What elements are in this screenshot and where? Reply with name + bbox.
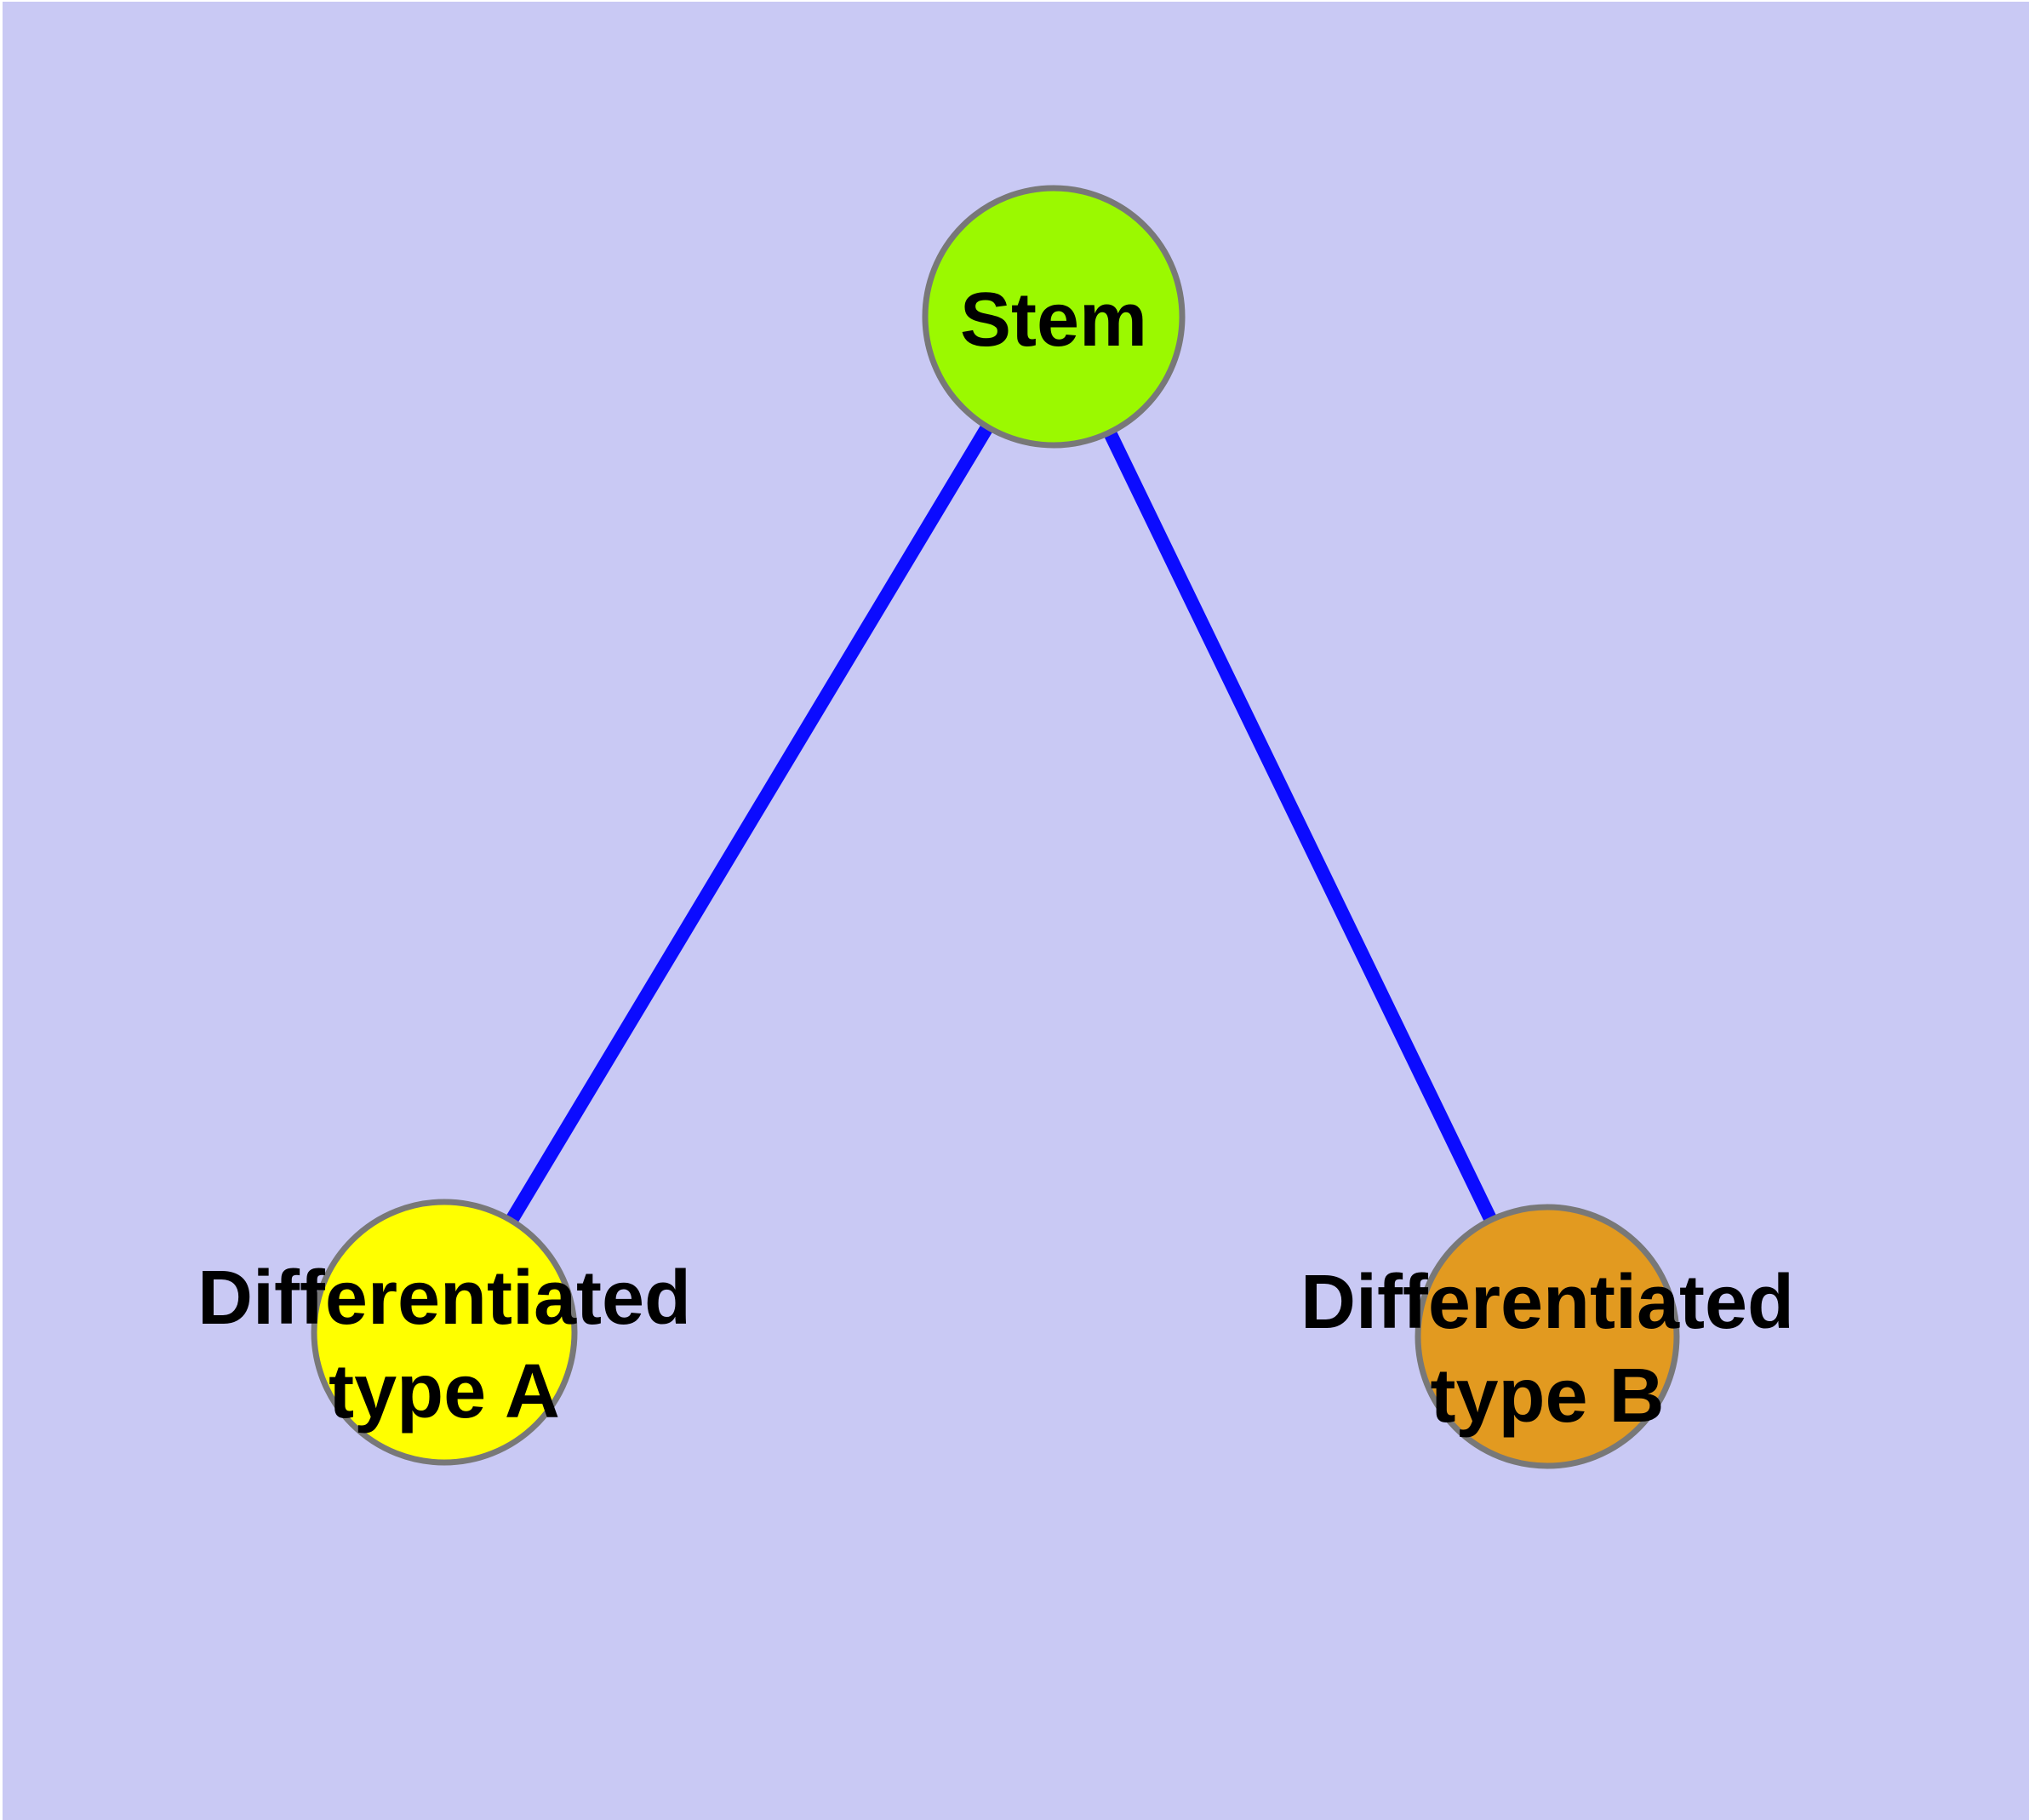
node-stem-label: Stem xyxy=(960,278,1147,363)
node-stem-circle xyxy=(922,185,1186,449)
node-stem: Stem xyxy=(922,185,1186,449)
edge-stem-differentiated-type-b xyxy=(1047,313,1554,1340)
node-differentiated-type-b-label-line-2: type B xyxy=(1430,1354,1664,1439)
node-stem-label-line-1: Stem xyxy=(960,278,1147,363)
node-differentiated-type-b: Differentiated type B xyxy=(1300,1204,1794,1469)
node-differentiated-type-b-label-line-1: Differentiated xyxy=(1300,1260,1794,1345)
edges-layer xyxy=(438,312,1554,1340)
node-differentiated-type-a-circle xyxy=(311,1199,578,1466)
edge-stem-differentiated-type-a xyxy=(438,312,1060,1336)
node-differentiated-type-a-label-line-1: Differentiated xyxy=(197,1256,691,1341)
node-differentiated-type-a-label-line-2: type A xyxy=(329,1349,560,1434)
node-differentiated-type-b-label: Differentiated type B xyxy=(1300,1260,1794,1439)
node-differentiated-type-b-circle xyxy=(1415,1204,1680,1469)
